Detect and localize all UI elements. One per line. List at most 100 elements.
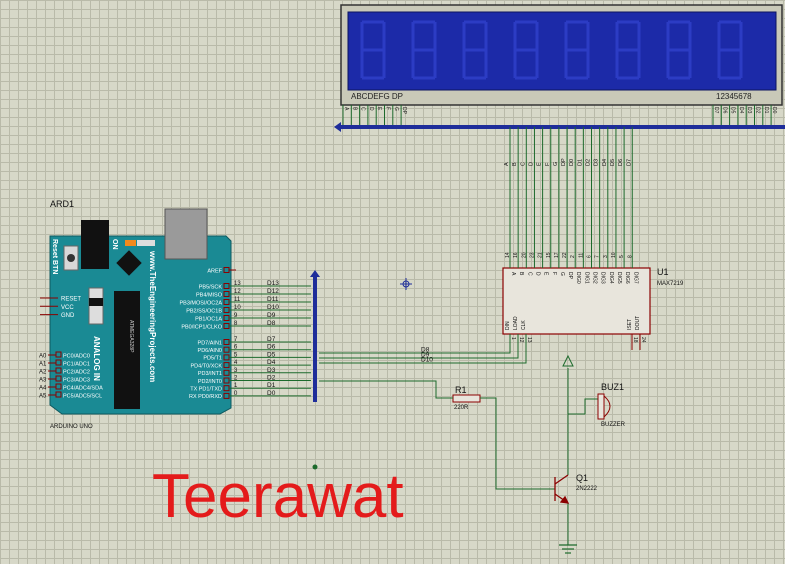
max7219-pin-num: 16	[513, 252, 519, 258]
max7219-pin-num: 3	[603, 255, 609, 258]
arduino-left-pin-label: RESET	[61, 297, 81, 303]
max7219-pin-name: D	[534, 272, 540, 276]
arduino-pin-num: 10	[234, 305, 241, 311]
arduino-pin-name: PB2/SS/OC1B	[186, 308, 222, 314]
bus-net-label: D8	[421, 347, 430, 354]
arduino-pin-num: 3	[234, 368, 238, 374]
arduino-uno-board[interactable]: ATMEGA328P Reset BTN ON ANALOG IN www.Th…	[49, 208, 232, 415]
max7219-pin-num: 11	[578, 253, 584, 258]
max7219-pin-num: 5	[619, 255, 625, 258]
digit-ghost	[360, 20, 386, 80]
display-digit-pin-label: D7	[713, 107, 719, 114]
watermark-text: Teerawat	[152, 462, 404, 531]
arduino-net-label: D5	[267, 351, 276, 358]
display-seg-pin-label: A	[343, 107, 349, 111]
arduino-pin-num: 1	[234, 383, 238, 389]
max7219-bottom-pin-name: DIN	[505, 321, 511, 330]
junction-dot	[312, 464, 318, 470]
max7219-net-label: DP	[561, 158, 567, 166]
arduino-pin-name: PB5/SCK	[199, 284, 223, 290]
arduino-pin-name: PD7/AIN1	[198, 340, 222, 346]
arduino-net-label: D1	[267, 382, 276, 389]
arduino-analog-num: A1	[39, 362, 47, 368]
max7219-bottom-right-name: DOUT	[635, 316, 641, 330]
arduino-analog-name: PC0/ADC0	[63, 354, 90, 360]
arduino-analog-name: PC4/ADC4/SDA	[63, 386, 103, 392]
max7219-bottom-pin-num: 13	[526, 337, 532, 343]
max7219-pin-name: DIG6	[624, 272, 630, 284]
buzzer-buz1[interactable]	[597, 393, 611, 420]
max7219-net-label: E	[537, 162, 543, 166]
power-jack	[81, 220, 109, 269]
arduino-pin-name: PD5/T1	[203, 356, 222, 362]
seven-segment-display[interactable]: ABCDEFG DP 12345678	[340, 4, 783, 106]
transistor-q1[interactable]	[554, 474, 570, 504]
arduino-pin-num: 8	[234, 321, 238, 327]
arduino-pin-num: 11	[234, 297, 241, 303]
bus-net-label: D10	[421, 357, 433, 364]
arduino-pin-name: PD2/INT0	[198, 379, 222, 385]
arduino-analog-num: A4	[39, 386, 47, 392]
max7219-pin-name: DIG1	[583, 272, 589, 284]
max7219-pin-name: DIG7	[632, 272, 638, 284]
display-seg-pin-label: G	[393, 107, 399, 111]
arduino-net-label: D10	[267, 304, 279, 311]
resistor-r1[interactable]	[452, 394, 481, 403]
arduino-net-label: D12	[267, 288, 279, 295]
display-seg-pin-label: D	[368, 107, 374, 111]
max7219-net-label: D1	[577, 159, 583, 166]
max7219-net-label: D	[528, 162, 534, 166]
max7219-net-label: F	[545, 162, 551, 166]
max7219-pin-num: 10	[611, 252, 617, 258]
display-digit-pin-label: D5	[730, 107, 736, 114]
probe-marker[interactable]	[400, 278, 412, 290]
arduino-pin-name: PD6/AIN0	[198, 348, 222, 354]
max7219-net-label: D0	[569, 159, 575, 166]
display-seg-pin-label: DP	[401, 107, 407, 115]
max7219-net-label: D7	[626, 159, 632, 166]
arduino-bus-arrow	[310, 270, 320, 277]
max7219-top-pins: A14AB16BC20CD23DE21EF15FG17GDP22DPD02DIG…	[504, 127, 638, 284]
max7219-bottom-pin-name: CLK	[521, 320, 527, 330]
digit-ghost	[513, 20, 539, 80]
bus-arrow	[334, 122, 341, 132]
brand-label: www.TheEngineeringProjects.com	[148, 250, 157, 382]
max7219-pin-name: DIG5	[616, 272, 622, 284]
digit-segments	[360, 20, 743, 80]
arduino-net-label: D0	[267, 390, 276, 397]
display-seg-pin-label: B	[351, 107, 357, 111]
max7219-pin-num: 8	[627, 255, 633, 258]
max7219-pin-name: F	[551, 272, 557, 275]
arduino-pin-name: RX PD0/RXD	[189, 394, 222, 400]
arduino-pin-num: 0	[234, 391, 238, 397]
max7219-pin-name: DIG0	[575, 272, 581, 284]
arduino-pin-name: PB3/MOSI/OC2A	[180, 300, 223, 306]
display-digit-pin-label: D3	[746, 107, 752, 114]
arduino-analog-name: PC3/ADC3	[63, 378, 90, 384]
max7219-bottom-right-name: ISET	[627, 319, 633, 330]
max7219-net-label: D5	[610, 159, 616, 166]
arduino-analog-num: A5	[39, 394, 47, 400]
arduino-net-label: D13	[267, 280, 279, 287]
arduino-net-label: D3	[267, 367, 276, 374]
arduino-analog-name: PC2/ADC2	[63, 370, 90, 376]
max7219-bottom-right-num: 24	[640, 337, 646, 343]
arduino-pin-name: PD3/INT1	[198, 371, 222, 377]
arduino-model: ARDUINO UNO	[50, 424, 93, 430]
max7219-pin-name: E	[543, 272, 549, 276]
transistor-model: 2N2222	[576, 486, 598, 492]
max7219-pin-num: 7	[595, 255, 601, 258]
bus-to-max-wire	[319, 348, 511, 354]
max7219-pin-name: DIG4	[608, 272, 614, 284]
max7219-net-label: D3	[594, 159, 600, 166]
arduino-pin-num: 9	[234, 313, 238, 319]
arduino-pin-name: PD4/T0/XCK	[191, 363, 223, 369]
transistor-ref: Q1	[576, 473, 588, 483]
arduino-net-label: D8	[267, 320, 276, 327]
max7219-net-label: G	[553, 162, 559, 166]
max7219-chip[interactable]	[502, 267, 651, 335]
